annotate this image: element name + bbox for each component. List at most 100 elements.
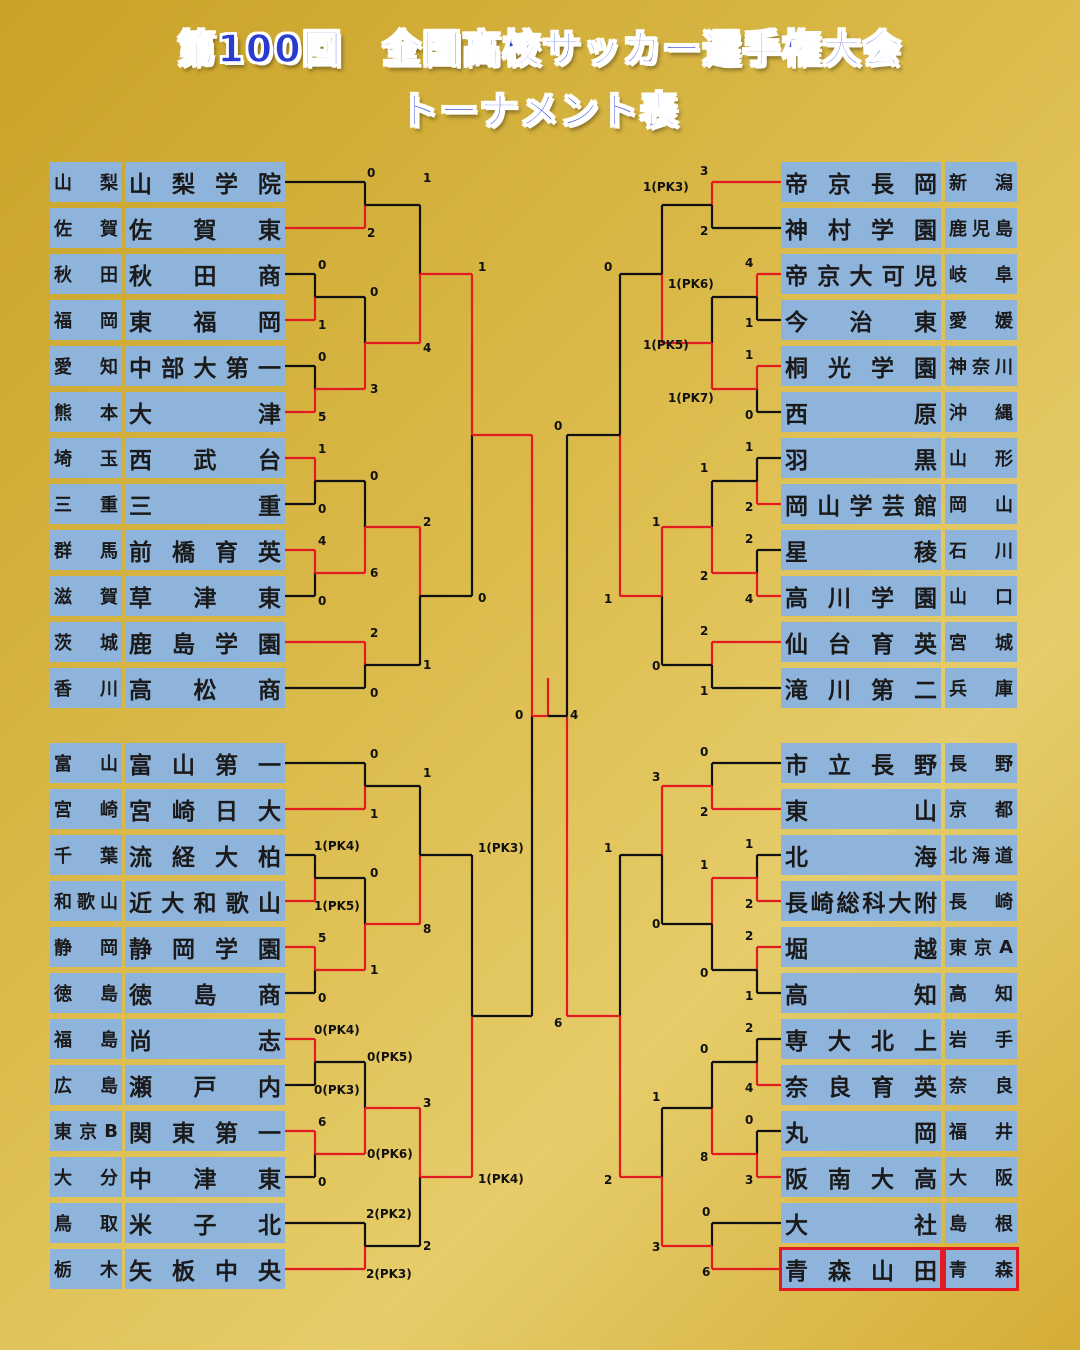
score-label: 2 xyxy=(700,569,709,583)
team-prefecture: 高知 xyxy=(945,973,1017,1013)
team-prefecture: 宮城 xyxy=(945,622,1017,662)
team-prefecture: 広島 xyxy=(50,1065,122,1105)
score-label: 1 xyxy=(318,442,327,456)
team-school: 西原 xyxy=(781,392,941,432)
team-prefecture: 青森 xyxy=(943,1247,1019,1291)
team-prefecture: 茨城 xyxy=(50,622,122,662)
score-label: 2(PK2) xyxy=(366,1207,412,1221)
team-school: 尚志 xyxy=(125,1019,285,1059)
score-label: 0(PK3) xyxy=(314,1083,360,1097)
score-label: 2(PK3) xyxy=(366,1267,412,1281)
team-school: 大津 xyxy=(125,392,285,432)
score-label: 2 xyxy=(367,226,376,240)
score-label: 0 xyxy=(318,502,327,516)
team-school: 滝川第二 xyxy=(781,668,941,708)
score-label: 2 xyxy=(700,624,709,638)
score-label: 0 xyxy=(370,747,379,761)
team-prefecture: 兵庫 xyxy=(945,668,1017,708)
score-label: 1 xyxy=(423,766,432,780)
score-label: 4 xyxy=(745,256,754,270)
score-label: 3 xyxy=(370,382,379,396)
team-prefecture: 長崎 xyxy=(945,881,1017,921)
team-school: 星稜 xyxy=(781,530,941,570)
team-prefecture: 長野 xyxy=(945,743,1017,783)
team-prefecture: 埼玉 xyxy=(50,438,122,478)
score-label: 1 xyxy=(652,515,661,529)
score-label: 5 xyxy=(318,931,327,945)
score-label: 1 xyxy=(478,260,487,274)
score-label: 1 xyxy=(745,348,754,362)
team-school: 専大北上 xyxy=(781,1019,941,1059)
score-label: 4 xyxy=(423,341,432,355)
score-label: 0(PK4) xyxy=(314,1023,360,1037)
score-label: 0 xyxy=(318,1175,327,1189)
team-school: 近大和歌山 xyxy=(125,881,285,921)
score-label: 8 xyxy=(700,1150,709,1164)
score-label: 0 xyxy=(318,350,327,364)
score-label: 0 xyxy=(700,745,709,759)
team-prefecture: 鹿児島 xyxy=(945,208,1017,248)
score-label: 1(PK4) xyxy=(314,839,360,853)
score-label: 1 xyxy=(745,837,754,851)
team-prefecture: 岡山 xyxy=(945,484,1017,524)
score-label: 1 xyxy=(604,592,613,606)
score-label: 2 xyxy=(423,515,432,529)
score-label: 0 xyxy=(652,917,661,931)
score-label: 3 xyxy=(745,1173,754,1187)
score-label: 2 xyxy=(700,805,709,819)
title-main: 第100回 全国高校サッカー選手権大会 xyxy=(177,26,903,72)
score-label: 2 xyxy=(604,1173,613,1187)
score-label: 1 xyxy=(745,989,754,1003)
team-school: 北海 xyxy=(781,835,941,875)
team-prefecture: 福島 xyxy=(50,1019,122,1059)
score-label: 4 xyxy=(570,708,579,722)
score-label: 2 xyxy=(700,224,709,238)
team-school: 高知 xyxy=(781,973,941,1013)
team-school: 秋田商 xyxy=(125,254,285,294)
team-school: 徳島商 xyxy=(125,973,285,1013)
team-prefecture: 山形 xyxy=(945,438,1017,478)
team-school: 奈良育英 xyxy=(781,1065,941,1105)
score-label: 0 xyxy=(554,419,563,433)
score-label: 1 xyxy=(318,318,327,332)
team-prefecture: 愛知 xyxy=(50,346,122,386)
team-prefecture: 山口 xyxy=(945,576,1017,616)
score-label: 1(PK6) xyxy=(668,277,714,291)
team-school: 佐賀東 xyxy=(125,208,285,248)
team-school: 富山第一 xyxy=(125,743,285,783)
score-label: 4 xyxy=(318,534,327,548)
team-prefecture: 富山 xyxy=(50,743,122,783)
team-school: 瀬戸内 xyxy=(125,1065,285,1105)
team-prefecture: 島根 xyxy=(945,1203,1017,1243)
score-label: 6 xyxy=(702,1265,711,1279)
team-school: 東山 xyxy=(781,789,941,829)
team-prefecture: 沖縄 xyxy=(945,392,1017,432)
score-label: 0 xyxy=(604,260,613,274)
score-label: 0(PK6) xyxy=(367,1147,413,1161)
team-prefecture: 群馬 xyxy=(50,530,122,570)
score-label: 0 xyxy=(370,866,379,880)
team-school: 中部大第一 xyxy=(125,346,285,386)
team-school: 羽黒 xyxy=(781,438,941,478)
team-school: 神村学園 xyxy=(781,208,941,248)
team-school: 三重 xyxy=(125,484,285,524)
team-prefecture: 秋田 xyxy=(50,254,122,294)
team-prefecture: 宮崎 xyxy=(50,789,122,829)
score-label: 1 xyxy=(745,316,754,330)
score-label: 4 xyxy=(745,592,754,606)
score-label: 0(PK5) xyxy=(367,1050,413,1064)
team-school: 静岡学園 xyxy=(125,927,285,967)
score-label: 1 xyxy=(370,963,379,977)
score-label: 8 xyxy=(423,922,432,936)
score-label: 2 xyxy=(745,532,754,546)
score-label: 3 xyxy=(652,1240,661,1254)
team-school: 阪南大高 xyxy=(781,1157,941,1197)
team-prefecture: 石川 xyxy=(945,530,1017,570)
score-label: 1(PK3) xyxy=(643,180,689,194)
team-school: 堀越 xyxy=(781,927,941,967)
score-label: 1(PK7) xyxy=(668,391,714,405)
score-label: 1 xyxy=(370,807,379,821)
score-label: 2 xyxy=(745,897,754,911)
team-school: 仙台育英 xyxy=(781,622,941,662)
